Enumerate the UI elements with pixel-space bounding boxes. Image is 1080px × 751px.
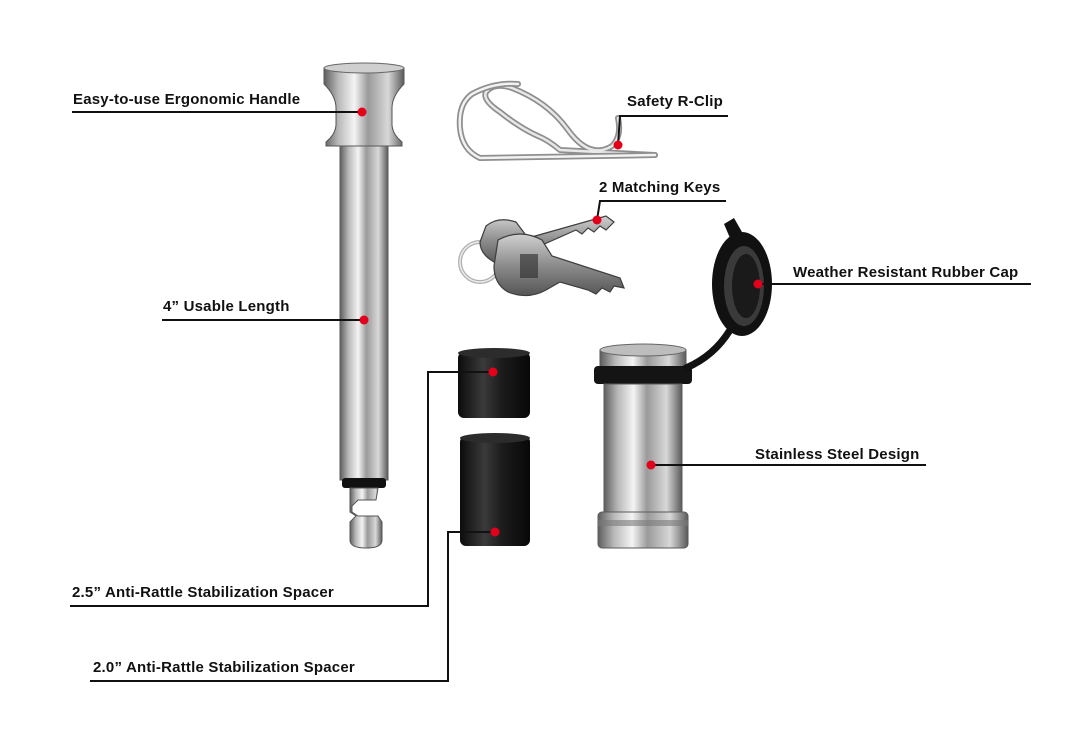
spacer-2-5-icon (458, 348, 530, 418)
label-spacer-2-5: 2.5” Anti-Rattle Stabilization Spacer (72, 584, 334, 601)
lock-barrel-icon (594, 343, 692, 549)
label-keys: 2 Matching Keys (599, 179, 721, 196)
marker-dot-length (359, 315, 369, 325)
marker-dot-spacer-2-0 (490, 527, 500, 537)
marker-dot-steel (646, 460, 656, 470)
marker-dot-keys (592, 215, 602, 225)
marker-dot-spacer-2-5 (488, 367, 498, 377)
marker-dot-rclip (613, 140, 623, 150)
label-r-clip: Safety R-Clip (627, 93, 723, 110)
spacer-2-0-icon (460, 433, 530, 546)
leader-line-keys (596, 200, 726, 221)
leader-line-spacer-2-5 (70, 371, 493, 607)
label-usable-length: 4” Usable Length (163, 298, 290, 315)
rubber-cap-icon (682, 218, 772, 372)
label-spacer-2-0: 2.0” Anti-Rattle Stabilization Spacer (93, 659, 355, 676)
marker-dot-cap (753, 279, 763, 289)
marker-dots (357, 107, 763, 537)
label-stainless-steel: Stainless Steel Design (755, 446, 920, 463)
leader-line-spacer-2-0 (90, 531, 495, 682)
leader-line-rclip (617, 115, 728, 146)
r-clip-icon (456, 80, 658, 161)
leader-lines (70, 111, 1031, 682)
keys-icon (458, 215, 625, 297)
marker-dot-handle (357, 107, 367, 117)
label-handle: Easy-to-use Ergonomic Handle (73, 91, 301, 108)
hitch-pin-icon (323, 62, 405, 549)
label-rubber-cap: Weather Resistant Rubber Cap (793, 264, 1019, 281)
